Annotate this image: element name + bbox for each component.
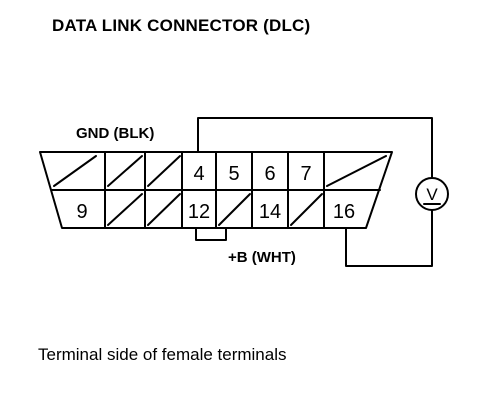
unused-cavity-slash: [218, 193, 251, 226]
diagram-caption: Terminal side of female terminals: [38, 345, 287, 364]
pin-label: 6: [264, 163, 275, 185]
pin-label: 14: [259, 201, 281, 223]
pin-label: 12: [188, 201, 210, 223]
diagram-title: DATA LINK CONNECTOR (DLC): [52, 16, 311, 35]
battery-wire: [345, 209, 433, 267]
connector-outline: [39, 151, 393, 229]
pin-label: 5: [228, 163, 239, 185]
battery-wire-label: +B (WHT): [228, 249, 296, 266]
unused-cavity-slash: [147, 193, 181, 226]
gnd-wire-label: GND (BLK): [76, 125, 154, 142]
unused-cavity-slash: [147, 155, 181, 187]
unused-cavity-slash: [326, 155, 387, 187]
voltmeter-icon: V: [426, 185, 438, 204]
voltmeter-circle: [415, 177, 449, 211]
unused-cavity-slash: [290, 193, 323, 226]
unused-cavity-slash: [107, 193, 143, 226]
unused-cavity-slash: [53, 155, 97, 187]
pin-label: 4: [193, 163, 204, 185]
pin-label: 16: [333, 201, 355, 223]
unused-cavity-slash: [107, 155, 143, 187]
pin-label: 9: [76, 201, 87, 223]
gnd-wire: [197, 117, 433, 179]
connector-lock-tab: [195, 227, 227, 241]
pin-label: 7: [300, 163, 311, 185]
